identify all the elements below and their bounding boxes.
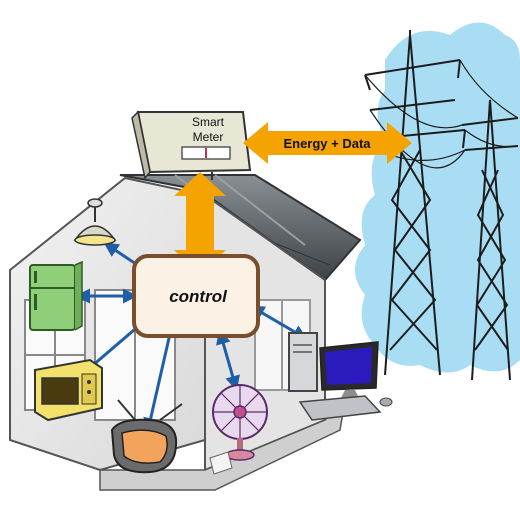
power-pylons-icon bbox=[359, 30, 519, 381]
link-fan bbox=[216, 329, 240, 391]
link-tv bbox=[143, 322, 177, 433]
smart-meter: Smart Meter bbox=[131, 110, 252, 180]
tv-icon bbox=[110, 399, 183, 474]
control-box: control bbox=[132, 254, 260, 338]
computer-icon bbox=[288, 332, 393, 421]
ceiling-lamp-icon bbox=[73, 198, 117, 246]
meter-control-arrow bbox=[174, 172, 226, 274]
energy-data-arrow: Energy + Data bbox=[243, 122, 412, 164]
meter-label-line2: Meter bbox=[193, 130, 224, 144]
refrigerator-icon bbox=[29, 260, 83, 331]
microwave-icon bbox=[34, 358, 103, 422]
meter-label-line1: Smart bbox=[192, 115, 225, 129]
fan-icon bbox=[209, 384, 268, 475]
energy-data-label: Energy + Data bbox=[283, 136, 371, 151]
control-label: control bbox=[169, 287, 228, 306]
